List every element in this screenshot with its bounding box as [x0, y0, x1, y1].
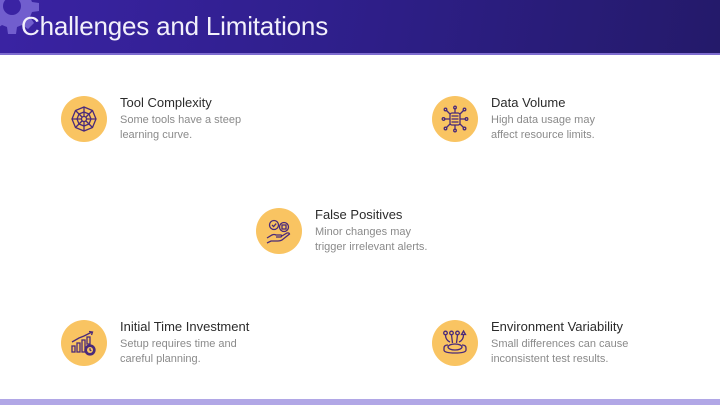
icon-badge [432, 320, 478, 366]
challenge-item-tool-complexity: Tool Complexity Some tools have a steep … [61, 95, 242, 143]
item-description: High data usage may affect resource limi… [491, 114, 595, 141]
challenge-item-initial-time-investment: Initial Time Investment Setup requires t… [61, 319, 250, 367]
item-title: Data Volume [491, 95, 566, 110]
environment-platform-icon [443, 329, 467, 354]
item-description: Setup requires time and careful planning… [120, 338, 237, 365]
page-title: Challenges and Limitations [21, 11, 328, 41]
network-polygon-icon [71, 106, 97, 132]
item-description: Small differences can cause inconsistent… [491, 338, 629, 365]
database-hub-icon [441, 105, 469, 133]
footer-bar [0, 399, 720, 405]
challenge-item-environment-variability: Environment Variability Small difference… [432, 319, 629, 367]
item-description: Minor changes may trigger irrelevant ale… [315, 226, 428, 253]
growth-chart-clock-icon [71, 330, 96, 356]
header-divider [0, 53, 720, 55]
hand-checkmark-icon [266, 219, 291, 244]
gear-icon [0, 0, 39, 34]
challenge-item-data-volume: Data Volume High data usage may affect r… [432, 95, 595, 143]
icon-badge [61, 96, 107, 142]
icon-badge [256, 208, 302, 254]
item-title: False Positives [315, 207, 403, 222]
item-title: Tool Complexity [120, 95, 212, 110]
item-description: Some tools have a steep learning curve. [120, 114, 242, 141]
item-title: Initial Time Investment [120, 319, 250, 334]
slide-header: Challenges and Limitations [0, 0, 720, 54]
icon-badge [61, 320, 107, 366]
item-title: Environment Variability [491, 319, 623, 334]
challenge-item-false-positives: False Positives Minor changes may trigge… [256, 207, 428, 255]
icon-badge [432, 96, 478, 142]
